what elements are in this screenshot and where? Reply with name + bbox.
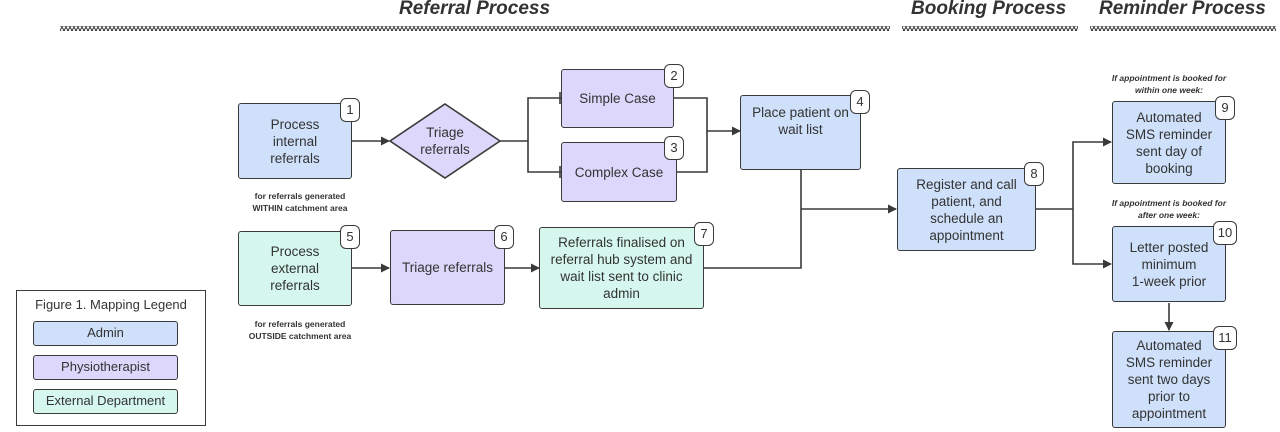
edge-3-to-4 (677, 131, 708, 173)
node-11-label: Automated SMS reminder sent two days pri… (1125, 338, 1213, 421)
node-11-badge: 11 (1213, 326, 1237, 350)
legend-item-admin: Admin (33, 321, 178, 346)
node-simple-case: Simple Case (561, 69, 674, 128)
legend-title: Figure 1. Mapping Legend (35, 297, 187, 312)
booking-header-underline (902, 26, 1078, 31)
referral-process-header: Referral Process (399, 0, 551, 19)
triage-diamond-shape (388, 103, 502, 179)
note-within-catchment: for referrals generated WITHIN catchment… (252, 191, 348, 213)
note-within-one-week: If appointment is booked for within one … (1111, 73, 1227, 95)
edge-7-to-8 (704, 209, 802, 269)
node-7-label: Referrals finalised on referral hub syst… (550, 235, 693, 301)
node-sms-reminder-day-of-booking: Automated SMS reminder sent day of booki… (1112, 101, 1226, 184)
node-referrals-finalised: Referrals finalised on referral hub syst… (539, 227, 704, 309)
node-process-internal-referrals: Process internal referrals (238, 103, 352, 179)
node-register-and-call-patient: Register and call patient, and schedule … (897, 168, 1036, 251)
node-4-label: Place patient on wait list (752, 105, 849, 137)
referral-header-underline (60, 26, 890, 31)
node-8-label: Register and call patient, and schedule … (916, 176, 1017, 243)
edge-triage-to-3 (527, 141, 561, 173)
node-3-badge: 3 (664, 136, 684, 160)
node-letter-posted: Letter posted minimum 1-week prior (1112, 226, 1226, 302)
booking-process-header: Booking Process (911, 0, 1067, 19)
edge-triage-to-2 (500, 97, 561, 142)
reminder-header-underline (1090, 26, 1276, 31)
note-outside-catchment: for referrals generated OUTSIDE catchmen… (248, 319, 352, 341)
node-7-badge: 7 (694, 222, 714, 246)
node-1-label: Process internal referrals (270, 116, 320, 166)
node-10-label: Letter posted minimum 1-week prior (1129, 239, 1209, 289)
edge-8-to-10 (1072, 209, 1112, 269)
node-6-badge: 6 (494, 225, 514, 249)
node-2-label: Simple Case (579, 91, 656, 106)
node-sms-reminder-two-days-prior: Automated SMS reminder sent two days pri… (1112, 331, 1226, 428)
node-complex-case: Complex Case (561, 142, 677, 202)
legend-item-physiotherapist: Physiotherapist (33, 355, 178, 380)
triage-diamond-label: Triage referrals (420, 125, 470, 157)
node-9-badge: 9 (1215, 96, 1235, 120)
node-4-badge: 4 (850, 90, 870, 114)
node-9-label: Automated SMS reminder sent day of booki… (1125, 109, 1213, 176)
node-2-badge: 2 (664, 64, 684, 88)
legend-item-external-department: External Department (33, 389, 178, 414)
note-after-one-week: If appointment is booked for after one w… (1111, 198, 1227, 220)
edge-8-to-9 (1036, 137, 1112, 210)
node-3-label: Complex Case (574, 164, 664, 180)
edge-2-to-4 (674, 97, 741, 136)
node-process-external-referrals: Process external referrals (238, 231, 352, 306)
node-5-badge: 5 (340, 225, 360, 249)
node-place-patient-on-wait-list: Place patient on wait list (740, 95, 861, 170)
node-5-label: Process external referrals (270, 244, 320, 293)
node-8-badge: 8 (1024, 162, 1044, 186)
mapping-legend: Figure 1. Mapping Legend Admin Physiothe… (16, 290, 206, 426)
node-1-badge: 1 (340, 98, 360, 122)
node-6-label: Triage referrals (401, 260, 494, 275)
reminder-process-header: Reminder Process (1099, 0, 1266, 19)
node-triage-referrals: Triage referrals (390, 230, 505, 305)
node-10-badge: 10 (1213, 221, 1237, 245)
